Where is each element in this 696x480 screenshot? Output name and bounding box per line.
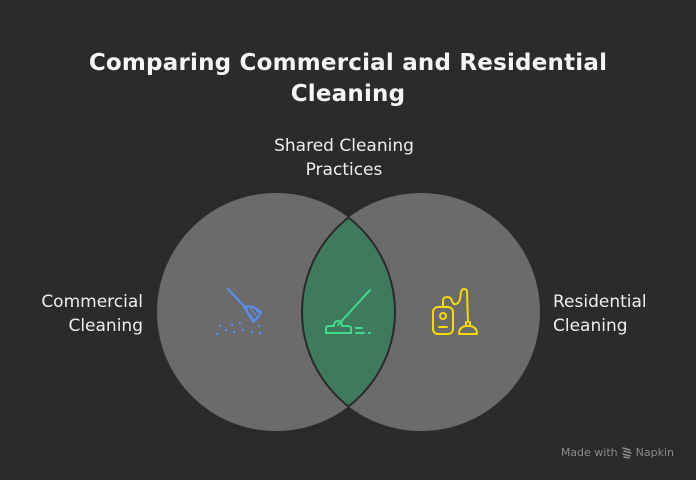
intersection-lens	[301, 193, 395, 431]
left-label-line-2: Cleaning	[68, 316, 143, 336]
watermark-prefix: Made with	[560, 446, 618, 459]
title-line-2: Cleaning	[290, 81, 406, 107]
watermark: Made with Napkin	[561, 446, 674, 459]
left-label-line-1: Commercial	[41, 292, 143, 312]
intersection-label-line-1: Shared Cleaning	[274, 136, 414, 156]
mop-icon	[325, 289, 371, 334]
title-line-1: Comparing Commercial and Residential	[88, 50, 608, 76]
watermark-brand: Napkin	[635, 446, 674, 459]
vacuum-cleaner-icon	[432, 288, 478, 335]
broom-sweeping-dust-icon	[215, 288, 262, 336]
left-set-label: Commercial Cleaning	[10, 290, 143, 338]
right-label-line-1: Residential	[553, 292, 647, 312]
right-set-label: Residential Cleaning	[553, 290, 693, 338]
intersection-label-line-2: Practices	[305, 160, 383, 180]
diagram-title: Comparing Commercial and Residential Cle…	[0, 48, 696, 110]
intersection-label: Shared Cleaning Practices	[244, 134, 444, 182]
right-label-line-2: Cleaning	[553, 316, 628, 336]
napkin-logo-icon	[621, 446, 632, 459]
